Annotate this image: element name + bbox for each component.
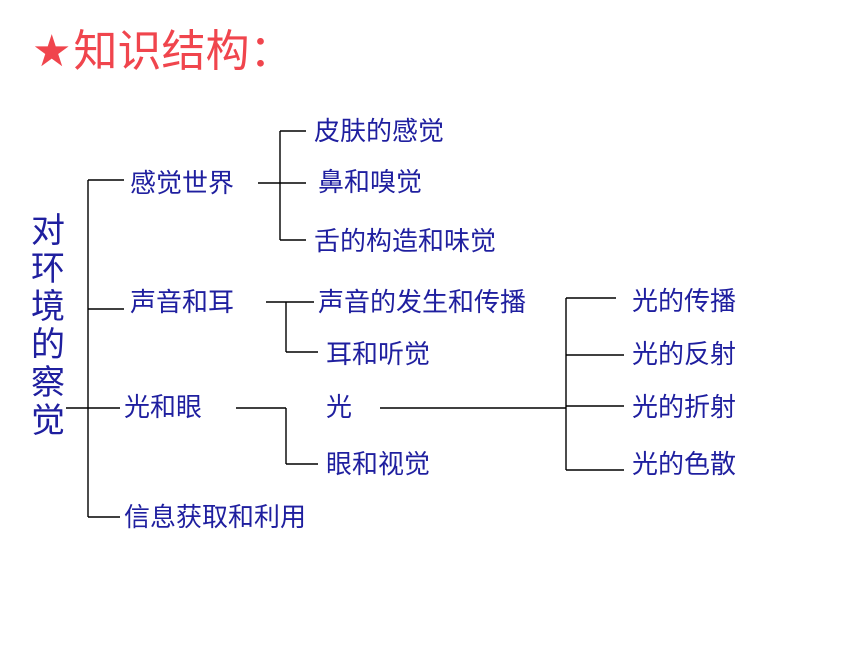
node-eye-vision: 眼和视觉 bbox=[326, 450, 431, 480]
node-info: 信息获取和利用 bbox=[124, 503, 307, 533]
node-nose: 鼻和嗅觉 bbox=[318, 168, 423, 198]
node-propagation: 光的传播 bbox=[632, 287, 737, 317]
node-skin: 皮肤的感觉 bbox=[314, 117, 445, 147]
node-refraction: 光的折射 bbox=[632, 393, 737, 423]
node-reflection: 光的反射 bbox=[632, 340, 737, 370]
node-sound-origin: 声音的发生和传播 bbox=[318, 288, 527, 318]
node-sense-world: 感觉世界 bbox=[130, 169, 235, 199]
node-dispersion: 光的色散 bbox=[632, 450, 737, 480]
root-node: 对 环 境 的 察 觉 bbox=[31, 211, 65, 441]
node-tongue: 舌的构造和味觉 bbox=[314, 227, 497, 257]
page-title: ★知识结构： bbox=[32, 22, 293, 82]
node-light: 光 bbox=[326, 393, 353, 423]
title-text: 知识结构： bbox=[73, 26, 294, 77]
star-icon: ★ bbox=[32, 26, 72, 77]
node-light-eye: 光和眼 bbox=[124, 393, 203, 423]
node-sound-ear: 声音和耳 bbox=[130, 288, 235, 318]
node-ear-hearing: 耳和听觉 bbox=[326, 340, 431, 370]
